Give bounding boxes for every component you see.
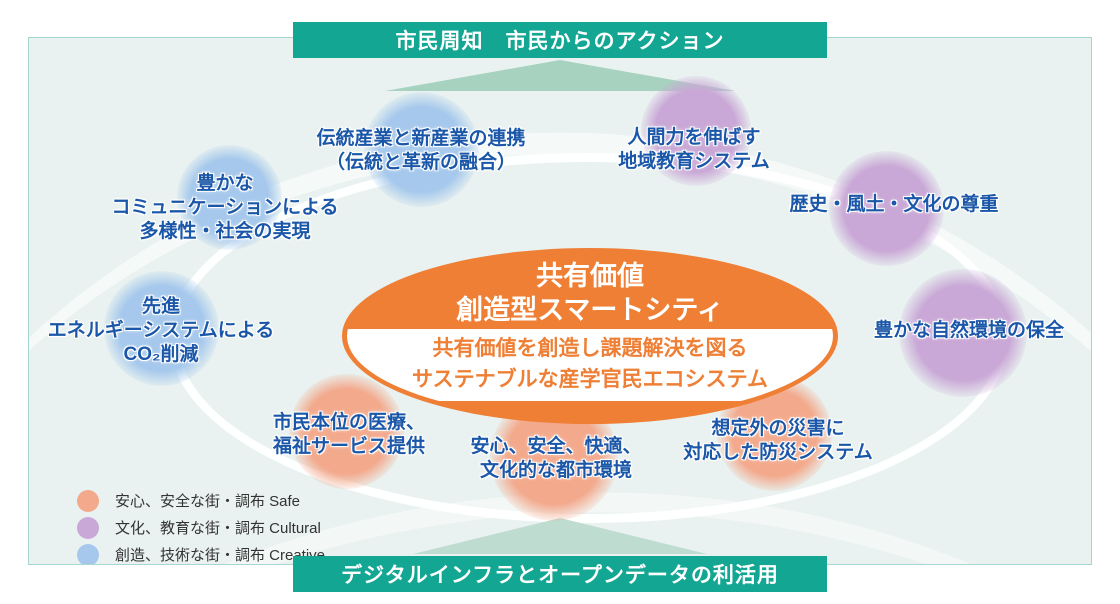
bottom-banner-label: デジタルインフラとオープンデータの利活用: [341, 564, 779, 587]
node-label-urban-environment: 安心、安全、快適、文化的な都市環境: [470, 436, 642, 481]
diagram-panel: 伝統産業と新産業の連携（伝統と革新の融合） 人間力を伸ばす地域教育システム歴史・風…: [28, 37, 1092, 565]
top-banner-label: 市民周知 市民からのアクション: [395, 30, 725, 53]
legend-row-cultural: 文化、教育な街・調布 Cultural: [77, 514, 325, 541]
center-title: 共有価値 創造型スマートシティ: [347, 259, 833, 327]
node-circle-human-education: [641, 76, 751, 186]
center-subtitle-line2: サステナブルな産学官民エコシステム: [412, 368, 768, 391]
node-label-history-culture: 歴史・風土・文化の尊重: [789, 194, 999, 215]
node-circle-energy-co2: [103, 270, 219, 386]
center-ellipse-stripe: [347, 329, 833, 401]
center-title-line2: 創造型スマートシティ: [456, 295, 724, 325]
legend-label-creative: 創造、技術な街・調布 Creative: [115, 547, 326, 564]
legend-label-cultural: 文化、教育な街・調布 Cultural: [115, 520, 321, 537]
center-title-line1: 共有価値: [536, 261, 644, 291]
legend-swatch-cultural: [77, 516, 99, 539]
legend-swatch-safe: [77, 489, 99, 512]
top-banner: 市民周知 市民からのアクション: [293, 22, 827, 58]
center-subtitle-line1: 共有価値を創造し課題解決を図る: [432, 337, 748, 360]
node-label-communication-diversity: 豊かなコミュニケーションによる多様性・社会の実現: [111, 173, 339, 242]
node-circle-history-culture: [828, 150, 944, 266]
bottom-banner: デジタルインフラとオープンデータの利活用: [293, 556, 827, 592]
legend-label-safe: 安心、安全な街・調布 Safe: [115, 493, 301, 510]
node-circle-traditional-new-industry: [363, 91, 479, 207]
center-subtitle: 共有価値を創造し課題解決を図る サステナブルな産学官民エコシステム: [347, 333, 833, 395]
node-label-disaster-prevention: 想定外の災害に対応した防災システム: [683, 418, 873, 463]
legend-row-creative: 創造、技術な街・調布 Creative: [77, 541, 326, 564]
node-label-healthcare-welfare: 市民本位の医療、福祉サービス提供: [272, 412, 426, 457]
node-label-traditional-new-industry: 伝統産業と新産業の連携（伝統と革新の融合）: [316, 128, 526, 173]
node-label-human-education: 人間力を伸ばす地域教育システム: [618, 127, 770, 172]
legend-row-safe: 安心、安全な街・調布 Safe: [77, 487, 325, 514]
center-ellipse: 共有価値 創造型スマートシティ 共有価値を創造し課題解決を図る サステナブルな産…: [342, 248, 838, 424]
node-circle-nature-preservation: [899, 269, 1027, 397]
node-circle-communication-diversity: [176, 144, 282, 250]
legend-swatch-creative: [77, 543, 99, 564]
legend: 安心、安全な街・調布 Safe 文化、教育な街・調布 Cultural 創造、技術な…: [77, 487, 326, 564]
node-label-nature-preservation: 豊かな自然環境の保全: [873, 320, 1065, 341]
